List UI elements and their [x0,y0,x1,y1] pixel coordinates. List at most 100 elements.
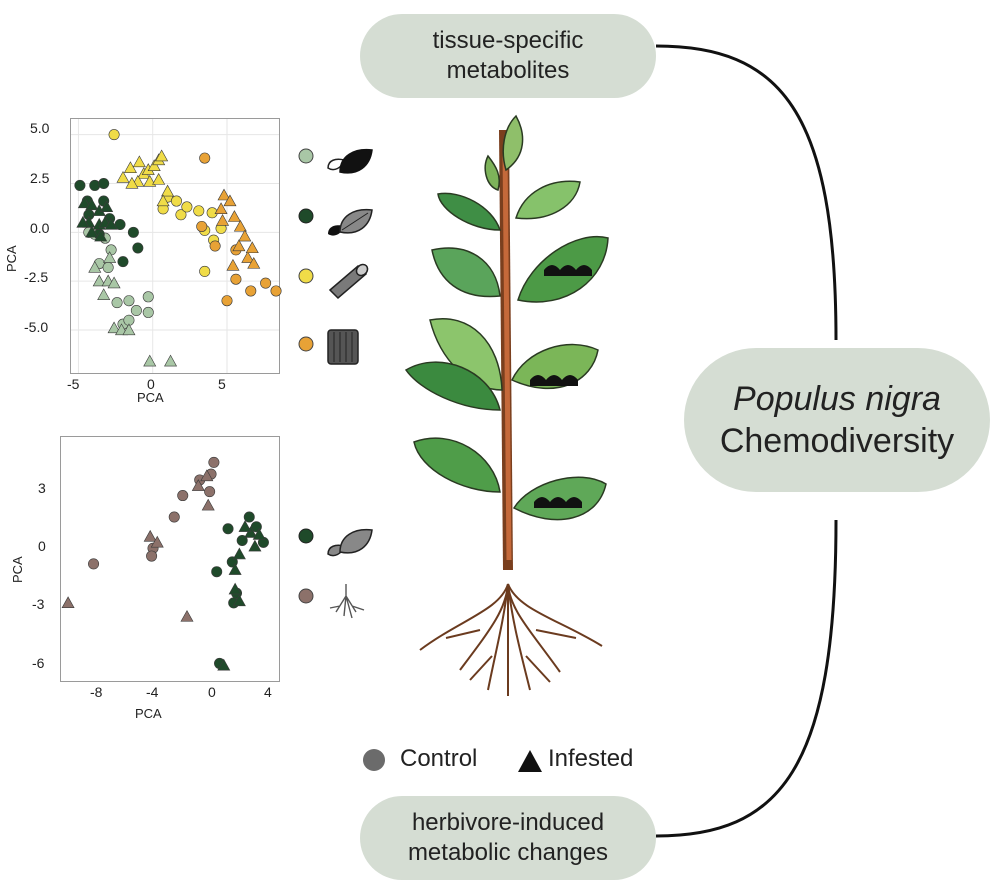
control-legend-label: Control [400,745,478,772]
x-tick: -4 [146,684,159,700]
connector-upper [655,44,838,341]
y-tick: -6 [32,655,45,671]
point-mature-leaf-control [211,566,223,578]
point-young-leaf-infested [143,354,157,367]
point-xylem-infested [247,256,261,269]
leaf [413,437,501,493]
point-young-leaf-control [105,244,117,256]
point-xylem-control [260,277,272,289]
point-xylem-infested [223,194,237,207]
point-root-control [146,550,158,562]
point-xylem-control [199,152,211,164]
point-root-infested [200,469,214,482]
point-xylem-infested [238,229,252,242]
point-root-infested [180,609,194,622]
caterpillar-lower [534,497,582,508]
point-mature-leaf-infested [232,547,246,560]
top-pill-line-1: tissue-specific [432,27,584,54]
point-young-leaf-infested [122,323,136,336]
point-bark-control [199,265,211,277]
y-axis-title: PCA [4,245,19,272]
caterpillar-middle [530,375,578,386]
leaf [437,192,502,231]
point-mature-leaf-infested [85,225,99,238]
point-young-leaf-infested [103,251,117,263]
point-mature-leaf-infested [217,658,231,671]
point-mature-leaf-control [117,256,129,268]
point-bark-control [170,195,182,207]
xylem-dot [298,336,314,352]
point-root-control [208,456,220,468]
connector-lower [655,519,838,838]
point-bark-infested [132,155,146,168]
x-tick: 0 [208,684,216,700]
x-axis-title: PCA [135,706,162,721]
poplar-plant-illustration [404,114,609,696]
point-mature-leaf-infested [232,594,246,607]
caterpillar-upper [544,265,592,276]
point-mature-leaf-infested [228,563,242,575]
point-mature-leaf-control [89,179,101,191]
xylem-icon [327,329,359,365]
point-xylem-infested [227,210,241,222]
mature-leaf-icon [328,208,373,236]
herbivore-induced-changes-label: herbivore-induced metabolic changes [360,796,656,880]
x-tick: 4 [264,684,272,700]
point-xylem-infested [217,188,231,201]
point-mature-leaf-infested [252,527,266,540]
y-tick: 0 [38,538,46,554]
infested-symbol [518,750,542,772]
point-root-infested [201,498,215,511]
point-bark-control [175,209,187,221]
young-leaf-dot [298,148,314,164]
point-mature-leaf-infested [248,539,262,552]
point-mature-leaf-infested [228,582,242,595]
top-leaf [502,114,524,172]
point-young-leaf-infested [107,321,121,334]
point-xylem-infested [226,258,240,271]
leaf [515,180,581,220]
root-dot [298,588,314,604]
infested-legend-label: Infested [548,745,634,772]
point-bark-control [108,129,120,141]
bark-dot [298,268,314,284]
point-bark-infested [147,159,161,171]
point-mature-leaf-infested [85,198,99,211]
x-tick: 5 [218,376,226,392]
point-mature-leaf-control [236,534,248,546]
y-tick: 2.5 [30,170,50,186]
point-mature-leaf-infested [238,520,252,532]
bottom-pill-line-1: herbivore-induced [411,809,605,836]
point-xylem-infested [233,219,247,232]
mature-leaf-icon [327,528,373,557]
point-young-leaf-control [130,304,142,316]
point-young-leaf-control [123,295,135,307]
point-bark-infested [125,176,139,189]
x-tick: -8 [90,684,103,700]
young-leaf-legend-row [298,148,373,174]
treatment-legend: Control Infested [360,742,670,778]
point-xylem-control [270,285,282,297]
young-leaf-icon [327,148,373,174]
point-bark-infested [123,161,137,173]
bottom-pill-line-2: metabolic changes [407,839,609,866]
xylem-legend-row [298,329,359,365]
point-young-leaf-infested [92,274,106,287]
x-tick: -5 [67,376,80,392]
point-root-control [177,490,189,502]
leaf [404,361,501,411]
mature-leaf-dot [298,208,314,224]
roots [419,583,603,696]
root-icon [329,584,365,619]
leaf [484,154,500,191]
point-root-infested [150,535,164,548]
point-bark-infested [156,194,170,207]
pca-plot-tissues [70,118,282,374]
point-xylem-control [245,285,257,297]
point-bark-infested [161,184,175,197]
point-mature-leaf-control [74,179,86,191]
point-xylem-infested [216,213,230,226]
mature-leaf-dot [298,528,314,544]
point-xylem-control [196,220,208,232]
